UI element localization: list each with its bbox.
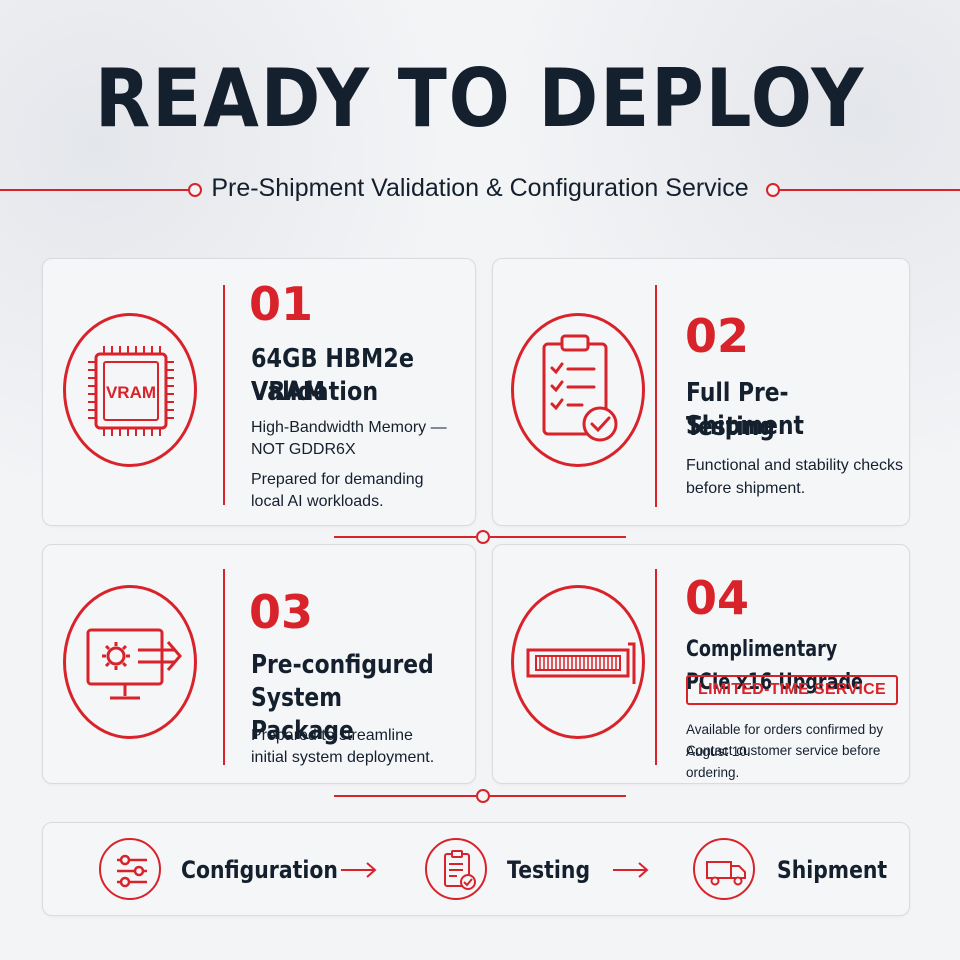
- limited-time-badge: LIMITED-TIME SERVICE: [686, 675, 898, 705]
- connector-dot: [476, 789, 490, 803]
- clipboard-check-icon: [542, 334, 618, 442]
- flow-step-testing-label: Testing: [507, 856, 591, 884]
- card-heading-line1: Pre-configured: [251, 650, 434, 680]
- testing-icon-circle: [511, 313, 645, 467]
- flow-step-testing-circle: [425, 838, 487, 900]
- subtitle-dot-left: [188, 183, 202, 197]
- feature-card-04: 04 Complimentary PCIe x16 Upgrade LIMITE…: [492, 544, 910, 784]
- card-heading-line1: Complimentary PCIe x16 Upgrade: [686, 637, 863, 695]
- subtitle-line-right: [780, 189, 960, 191]
- flow-step-shipment-circle: [693, 838, 755, 900]
- card-body-line2: before shipment.: [686, 480, 806, 497]
- card-number: 02: [685, 309, 750, 363]
- page-subtitle: Pre-Shipment Validation & Configuration …: [211, 174, 749, 202]
- card-heading-line2: System Package: [251, 683, 354, 746]
- vram-chip-icon: VRAM: [88, 346, 174, 436]
- subtitle-line-left: [0, 189, 188, 191]
- subtitle-dot-right: [766, 183, 780, 197]
- card-body-line4: local AI workloads.: [251, 493, 384, 510]
- card-body-line2: initial system deployment.: [251, 749, 435, 766]
- connector-line-right: [490, 536, 626, 538]
- card-body-line1: Functional and stability checks: [686, 457, 903, 474]
- card-heading-line1: Full Pre-Shipment: [686, 378, 804, 441]
- connector-line-right: [490, 795, 626, 797]
- card-body-line2: Contact customer service before ordering…: [686, 743, 881, 780]
- card-body-line1: High-Bandwidth Memory —: [251, 419, 447, 436]
- card-body-line2: NOT GDDR6X: [251, 441, 356, 458]
- card-divider: [655, 285, 657, 507]
- clipboard-check-icon: [444, 850, 476, 890]
- card-number: 03: [249, 585, 314, 639]
- card-body-line3: Prepared for demanding: [251, 471, 424, 488]
- vram-icon-circle: VRAM: [63, 313, 197, 467]
- card-divider: [223, 285, 225, 505]
- vram-icon-label: VRAM: [106, 383, 156, 402]
- pcie-card-icon: [526, 642, 636, 684]
- flow-step-configuration-circle: [99, 838, 161, 900]
- arrow-right-icon: [341, 862, 377, 878]
- card-divider: [223, 569, 225, 765]
- connector-line-left: [334, 536, 476, 538]
- feature-card-01: VRAM 01 64GB HBM2e VRAM Validation High-…: [42, 258, 476, 526]
- sliders-icon: [117, 854, 147, 888]
- feature-card-03: 03 Pre-configured System Package Prepare…: [42, 544, 476, 784]
- connector-dot: [476, 530, 490, 544]
- flow-step-shipment-label: Shipment: [777, 856, 888, 884]
- page-title: READY TO DEPLOY: [94, 52, 866, 145]
- config-icon-circle: [63, 585, 197, 739]
- card-heading-line2: Testing: [686, 412, 775, 442]
- pcie-icon-circle: [511, 585, 645, 739]
- flow-step-configuration-label: Configuration: [181, 856, 338, 884]
- arrow-right-icon: [613, 862, 649, 878]
- connector-line-left: [334, 795, 476, 797]
- card-number: 01: [249, 277, 314, 331]
- subtitle-row: Pre-Shipment Validation & Configuration …: [0, 170, 960, 210]
- card-body-line1: Available for orders confirmed by August…: [686, 722, 884, 759]
- card-heading-line1: 64GB HBM2e VRAM: [251, 344, 415, 407]
- card-body-line1: Prepared to streamline: [251, 727, 413, 744]
- card-heading-line2: Validation: [251, 377, 379, 407]
- card-divider: [655, 569, 657, 765]
- card-number: 04: [685, 571, 750, 625]
- truck-icon: [706, 861, 746, 886]
- process-flow-bar: Configuration Testing S: [42, 822, 910, 916]
- feature-card-02: 02 Full Pre-Shipment Testing Functional …: [492, 258, 910, 526]
- monitor-gear-icon: [86, 628, 182, 700]
